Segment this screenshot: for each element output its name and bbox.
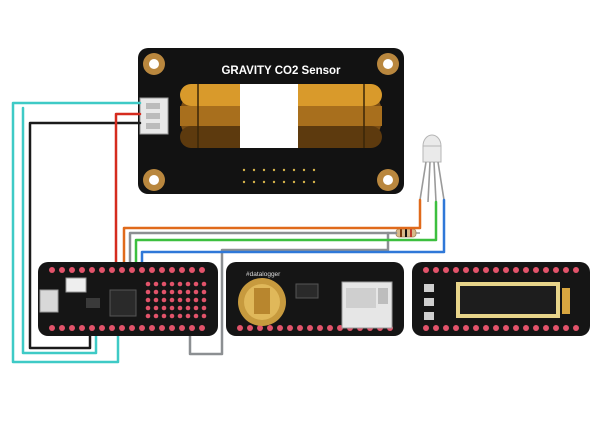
oled-featherwing bbox=[412, 262, 590, 336]
wire-blue bbox=[140, 198, 446, 270]
oled-button-c bbox=[424, 312, 434, 320]
battery-connector bbox=[65, 277, 87, 293]
wire-gray bbox=[128, 231, 398, 270]
wire-cyan bbox=[11, 101, 142, 364]
wire-green bbox=[134, 200, 438, 270]
oled-button-b bbox=[424, 298, 434, 306]
usb-port bbox=[39, 289, 59, 313]
datalogger-label: #datalogger bbox=[246, 271, 281, 278]
co2-sensor-board: GRAVITY CO2 Sensor bbox=[138, 48, 404, 194]
mcu-chip bbox=[109, 289, 137, 317]
wire-orange bbox=[122, 198, 422, 270]
rgb-led bbox=[419, 134, 445, 203]
wire-red bbox=[114, 112, 142, 270]
sensor-pad-dots bbox=[242, 168, 316, 184]
wires bbox=[11, 101, 446, 364]
ndir-sensor-capsule bbox=[180, 84, 382, 148]
oled-button-a bbox=[424, 284, 434, 292]
wire-black bbox=[28, 121, 142, 350]
rtc-chip bbox=[295, 283, 319, 299]
datalogger-featherwing: #datalogger bbox=[226, 262, 404, 336]
sensor-title: GRAVITY CO2 Sensor bbox=[221, 65, 341, 77]
proto-grid bbox=[145, 281, 207, 319]
sd-card-slot bbox=[341, 281, 393, 329]
gravity-connector bbox=[139, 97, 169, 135]
feather-mcu-board bbox=[38, 262, 218, 336]
